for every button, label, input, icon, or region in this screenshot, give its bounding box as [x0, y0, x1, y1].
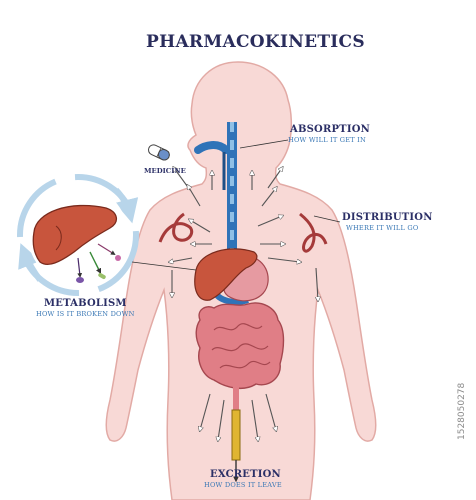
leader-lines [239, 139, 341, 223]
distribution-sublabel: WHERE IT WILL GO [346, 224, 419, 232]
blood-vessels [158, 212, 328, 253]
stock-image-id: 1528050278 [457, 382, 467, 440]
absorption-sublabel: HOW WILL IT GET IN [288, 136, 366, 144]
rectum-tube [231, 409, 241, 461]
liver-inset [32, 204, 117, 266]
distribution-arrows [170, 168, 318, 440]
diagram-title: PHARMACOKINETICS [146, 32, 365, 52]
medicine-label: MEDICINE [144, 167, 186, 175]
metabolism-sublabel: HOW IS IT BROKEN DOWN [36, 310, 135, 318]
liver-in-body [194, 248, 258, 301]
excretion-label: EXCRETION [210, 469, 281, 480]
absorption-label: ABSORPTION [290, 124, 370, 135]
excretion-sublabel: HOW DOES IT LEAVE [204, 481, 282, 489]
intestines [195, 302, 285, 483]
distribution-label: DISTRIBUTION [342, 212, 433, 223]
medicine-pill-icon [147, 144, 170, 161]
metabolism-inset [17, 174, 197, 296]
metabolism-label: METABOLISM [44, 298, 127, 309]
